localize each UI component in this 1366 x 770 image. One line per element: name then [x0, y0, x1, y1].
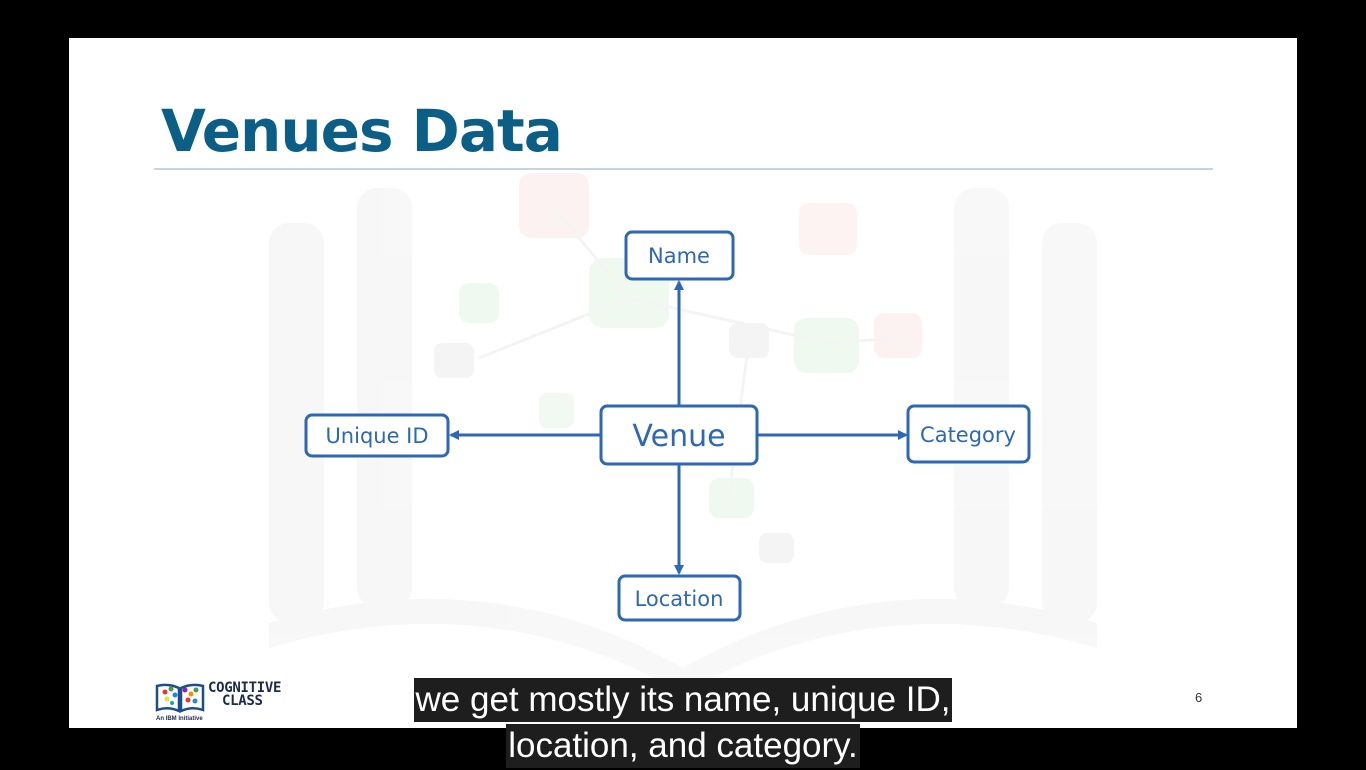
node-location-label: Location [635, 587, 724, 611]
logo-tagline: An IBM Initiative [156, 716, 203, 722]
cognitive-class-logo: An IBM Initiative COGNITIVE CLASS [155, 680, 281, 726]
venue-diagram: Name Unique ID Venue Category Location [304, 230, 1031, 622]
node-category-label: Category [920, 423, 1016, 447]
node-category: Category [906, 404, 1031, 464]
page-number: 6 [1195, 690, 1203, 705]
subtitle-line-2: location, and category. [506, 724, 860, 768]
logo-line-2: CLASS [222, 693, 263, 709]
logo-line-1: COGNITIVE [208, 680, 282, 696]
slide: Venues Data Name Unique ID Venue Categor… [69, 38, 1297, 728]
open-book-icon: An IBM Initiative [155, 680, 205, 726]
node-location: Location [617, 574, 742, 622]
watermark-graphic [269, 173, 1097, 693]
node-name: Name [624, 230, 735, 281]
node-venue-label: Venue [632, 419, 725, 454]
subtitles: we get mostly its name, unique ID, locat… [0, 678, 1366, 770]
logo-wordmark: COGNITIVE CLASS [208, 680, 282, 709]
node-unique-id-label: Unique ID [325, 424, 428, 448]
slide-title: Venues Data [161, 97, 563, 165]
node-venue: Venue [599, 404, 759, 466]
subtitle-line-1: we get mostly its name, unique ID, [413, 678, 953, 722]
title-underline [154, 168, 1213, 170]
node-name-label: Name [648, 244, 710, 268]
node-unique-id: Unique ID [304, 413, 450, 458]
